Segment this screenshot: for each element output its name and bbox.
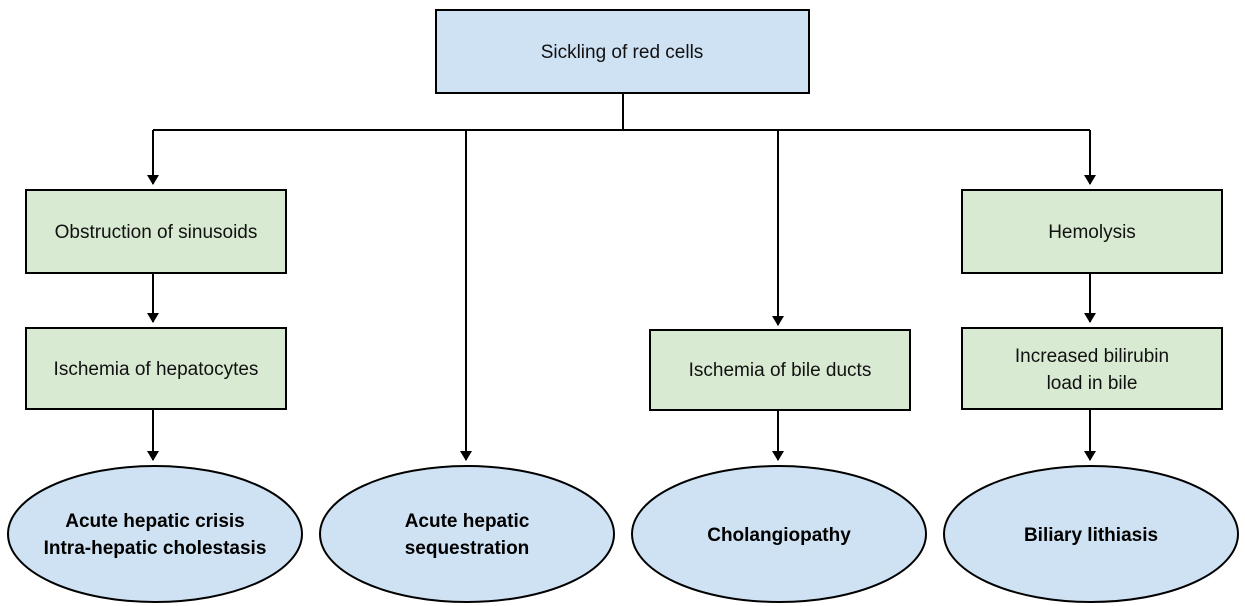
step-ischemia-bile-ducts: Ischemia of bile ducts bbox=[649, 329, 911, 411]
hepatic-crisis-line2: Intra-hepatic cholestasis bbox=[44, 538, 267, 559]
outcome-sequestration: Acute hepatic sequestration bbox=[319, 465, 615, 603]
bilirubin-box bbox=[961, 327, 1223, 410]
bilirubin-label-line1: Increased bilirubin bbox=[1015, 346, 1169, 367]
bilirubin-label-line2: load in bile bbox=[1047, 373, 1138, 394]
root-label: Sickling of red cells bbox=[541, 42, 704, 63]
sequestration-line1: Acute hepatic bbox=[405, 511, 530, 532]
outcome-hepatic-crisis: Acute hepatic crisis Intra-hepatic chole… bbox=[7, 465, 303, 603]
obstruction-label: Obstruction of sinusoids bbox=[55, 222, 258, 243]
sequestration-line2: sequestration bbox=[405, 538, 530, 559]
obstruction-box bbox=[25, 189, 287, 274]
ischemia-bile-ducts-label: Ischemia of bile ducts bbox=[689, 360, 872, 381]
ischemia-hepatocytes-label: Ischemia of hepatocytes bbox=[54, 359, 259, 380]
ischemia-bile-ducts-box bbox=[649, 329, 911, 411]
hepatic-crisis-oval bbox=[7, 465, 303, 603]
outcome-cholangiopathy: Cholangiopathy bbox=[631, 465, 927, 603]
hemolysis-box bbox=[961, 189, 1223, 274]
root-box bbox=[435, 9, 810, 94]
connectors bbox=[147, 93, 1096, 461]
sequestration-oval bbox=[319, 465, 615, 603]
step-obstruction: Obstruction of sinusoids bbox=[25, 189, 287, 274]
step-bilirubin: Increased bilirubin load in bile bbox=[961, 327, 1223, 410]
step-hemolysis: Hemolysis bbox=[961, 189, 1223, 274]
step-ischemia-hepatocytes: Ischemia of hepatocytes bbox=[25, 327, 287, 410]
lithiasis-oval bbox=[943, 465, 1239, 603]
outcome-lithiasis: Biliary lithiasis bbox=[943, 465, 1239, 603]
hepatic-crisis-line1: Acute hepatic crisis bbox=[65, 511, 245, 532]
hemolysis-label: Hemolysis bbox=[1048, 222, 1136, 243]
lithiasis-label: Biliary lithiasis bbox=[1024, 525, 1158, 546]
ischemia-hepatocytes-box bbox=[25, 327, 287, 410]
cholangiopathy-oval bbox=[631, 465, 927, 603]
root-node: Sickling of red cells bbox=[435, 9, 810, 94]
cholangiopathy-label: Cholangiopathy bbox=[707, 525, 851, 546]
